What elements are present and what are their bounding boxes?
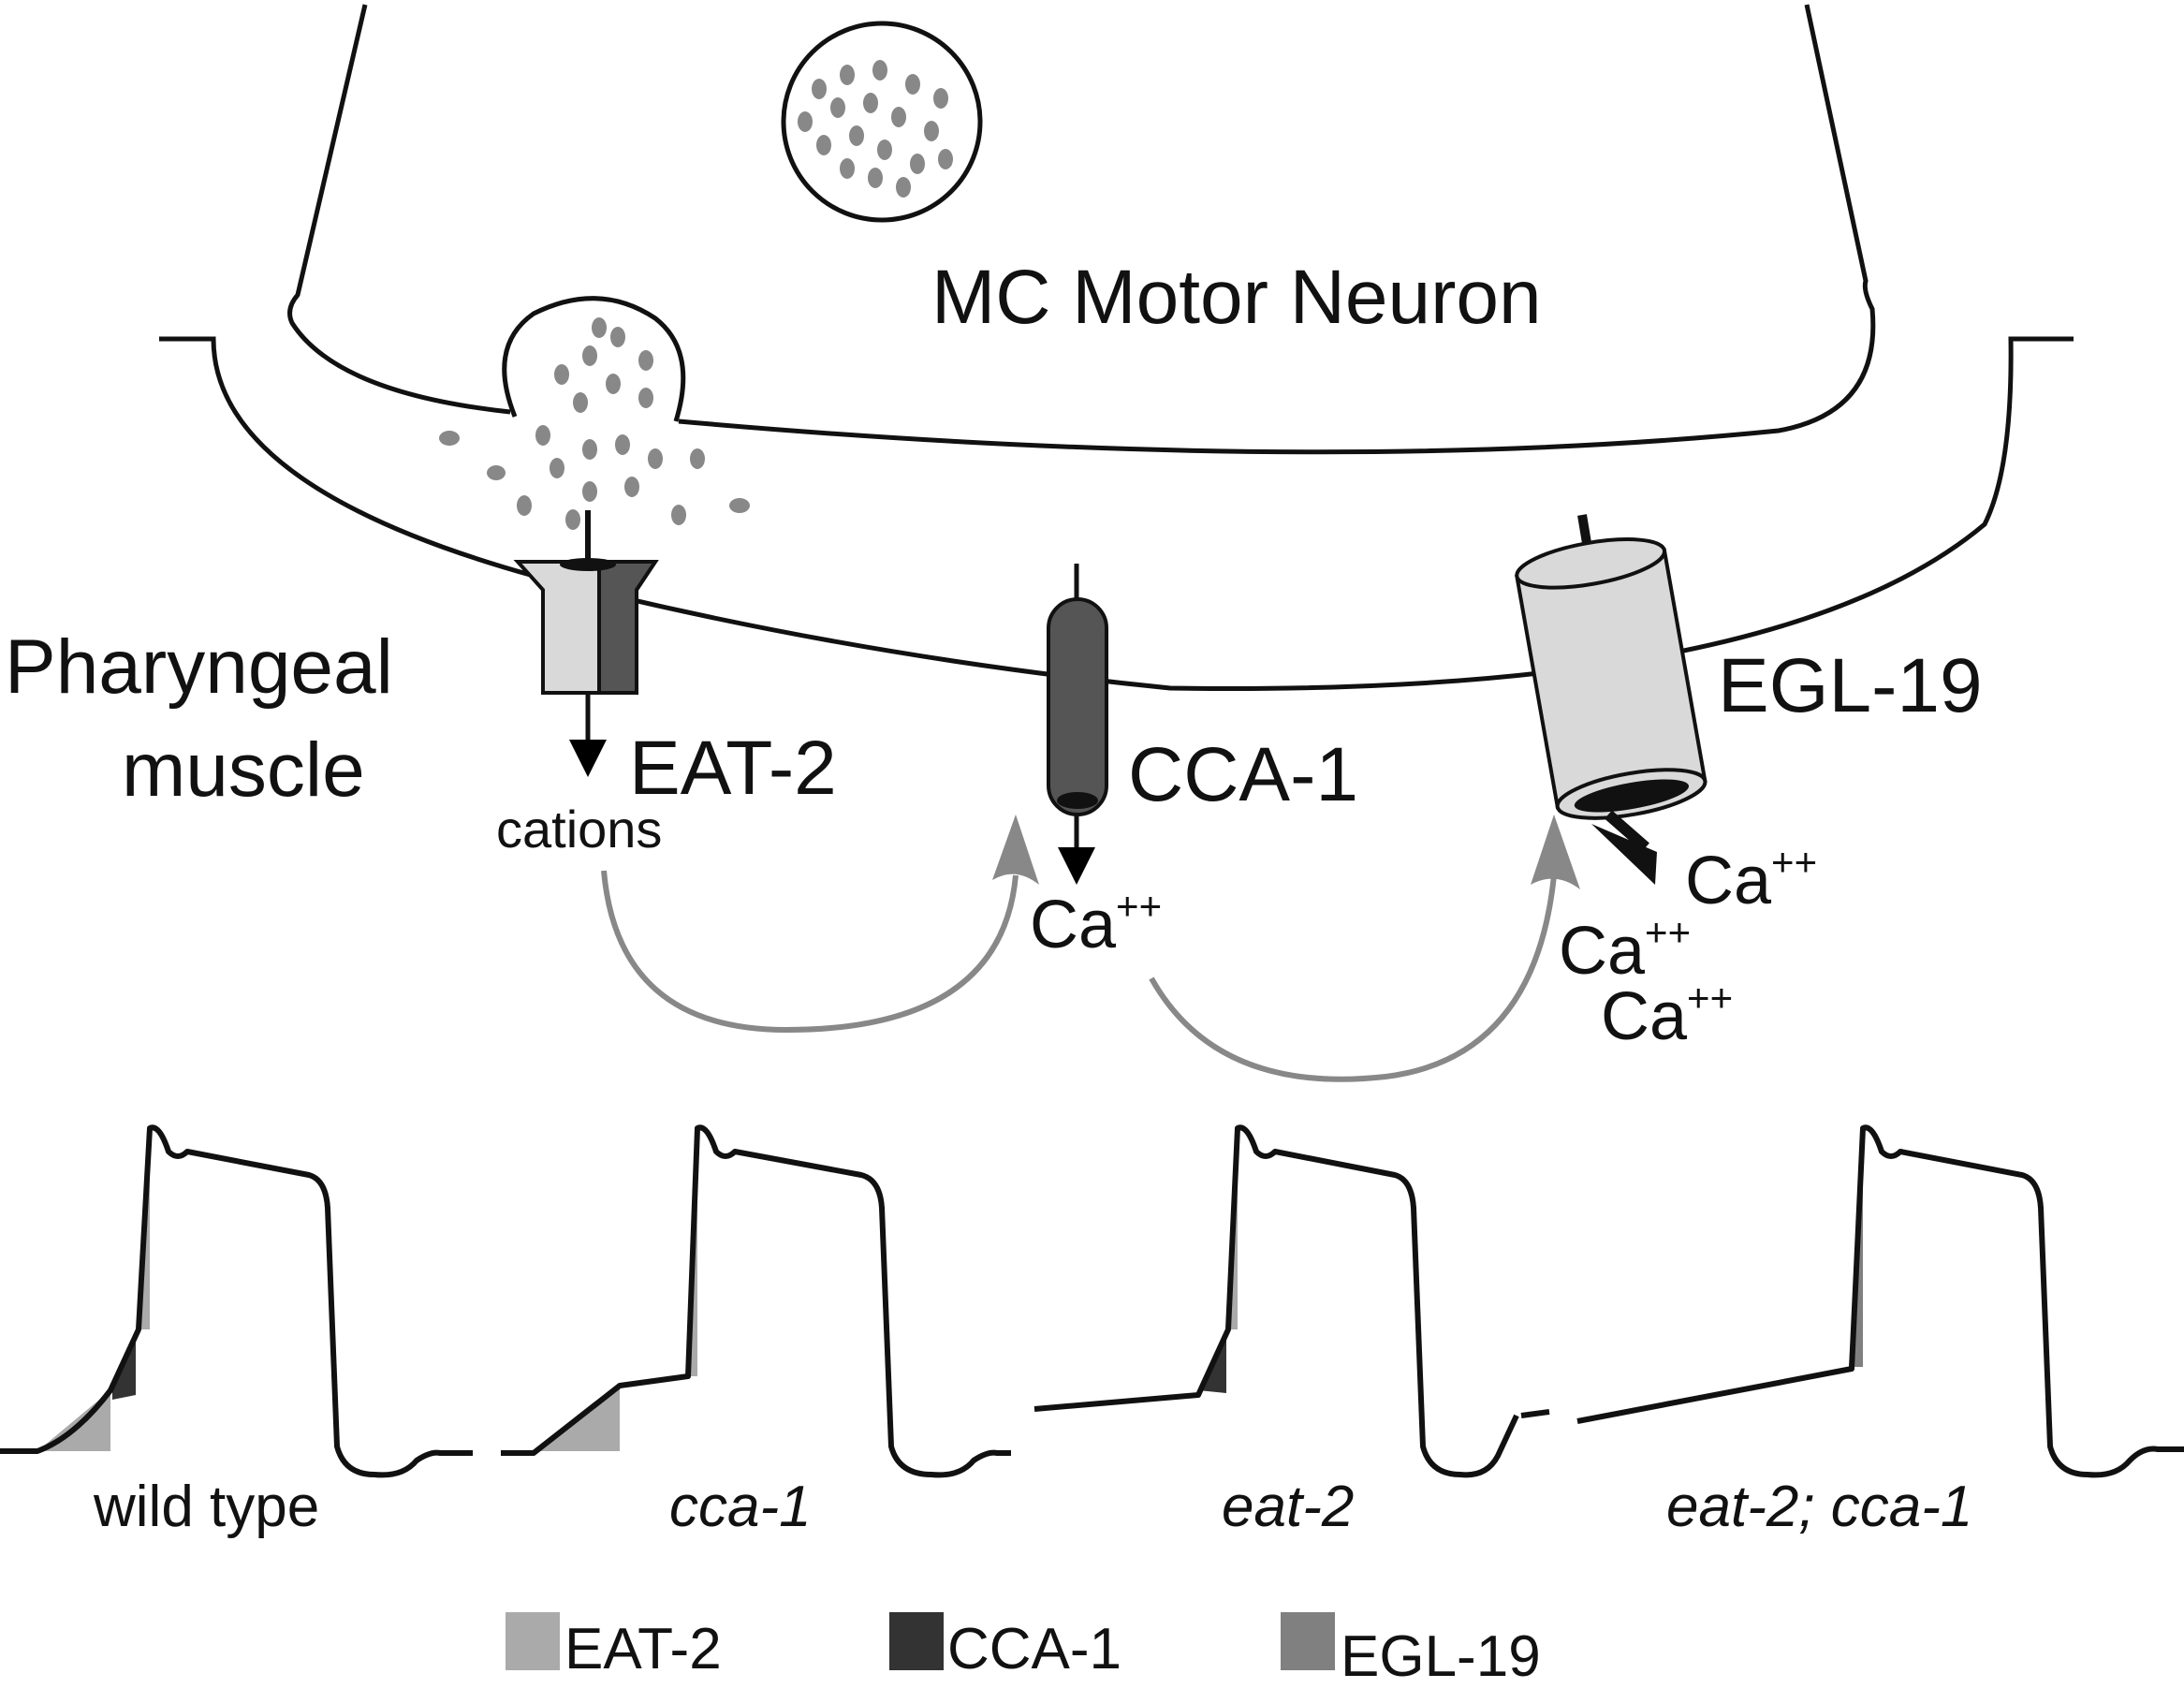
trace-eat-2 xyxy=(1033,1124,1519,1478)
eat2-channel xyxy=(513,510,659,777)
legend-swatch-eat2 xyxy=(506,1612,560,1670)
release-bulb xyxy=(439,296,750,530)
activation-arrowheads xyxy=(992,815,1580,889)
eat2-flux-label: cations xyxy=(496,800,662,859)
ap-traces xyxy=(0,1124,2184,1478)
motor-neuron xyxy=(287,4,1876,455)
legend-swatch-egl19 xyxy=(1281,1612,1335,1670)
egl19-flux-label-2: Ca++ xyxy=(1559,910,1691,989)
trace-cca-1 xyxy=(501,1124,1011,1478)
cca1-flux-label: Ca++ xyxy=(1030,884,1162,962)
activation-arrows xyxy=(601,870,1557,1082)
egl19-flux-label-3: Ca++ xyxy=(1601,976,1733,1054)
trace-fills xyxy=(37,1133,1863,1451)
egl19-flux-label-1: Ca++ xyxy=(1685,840,1817,918)
egl19-label: EGL-19 xyxy=(1718,643,1983,728)
genotype-label-cca-1: cca-1 xyxy=(669,1475,812,1539)
legend: EAT-2 CCA-1 EGL-19 xyxy=(506,1612,1541,1689)
muscle-membrane xyxy=(159,336,2074,691)
cca1-channel xyxy=(1047,564,1108,885)
cca1-label: CCA-1 xyxy=(1128,732,1358,817)
neuron-label: MC Motor Neuron xyxy=(931,255,1542,340)
legend-label-cca1: CCA-1 xyxy=(947,1617,1121,1681)
trace-wild-type xyxy=(0,1124,473,1478)
eat2-label: EAT-2 xyxy=(629,726,837,811)
genotype-label-eat-2: eat-2 xyxy=(1222,1475,1354,1539)
muscle-label-line1: Pharyngeal xyxy=(5,624,393,710)
genotype-label-eat-2-cca-1: eat-2; cca-1 xyxy=(1666,1475,1972,1539)
genotype-label-wild-type: wild type xyxy=(93,1475,319,1539)
legend-label-egl19: EGL-19 xyxy=(1341,1624,1541,1689)
legend-swatch-cca1 xyxy=(889,1612,944,1670)
nucleus xyxy=(781,21,983,223)
trace-eat-2-cca-1 xyxy=(1576,1124,2184,1478)
egl19-channel xyxy=(1515,514,1708,885)
muscle-label-line2: muscle xyxy=(122,727,365,813)
legend-label-eat2: EAT-2 xyxy=(564,1617,722,1681)
